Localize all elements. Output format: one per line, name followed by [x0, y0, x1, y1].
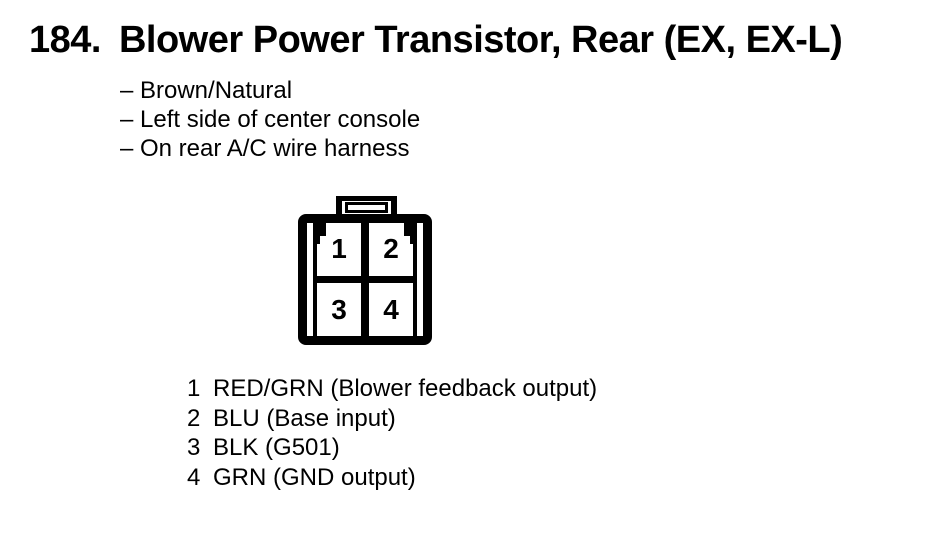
pinout-row: 3 BLK (G501) — [187, 433, 597, 463]
connector-cavity: 1 2 3 4 — [307, 223, 423, 336]
pinout-pin-number: 4 — [187, 463, 201, 491]
detail-item: – On rear A/C wire harness — [120, 134, 420, 163]
pinout-pin-label: GRN (GND output) — [213, 463, 416, 491]
section-title: Blower Power Transistor, Rear (EX, EX-L) — [118, 19, 843, 61]
latch-slot — [345, 202, 388, 213]
detail-text: Brown/Natural — [140, 77, 293, 104]
keying-notch-right — [410, 223, 417, 244]
pinout-row: 1 RED/GRN (Blower feedback output) — [187, 374, 597, 404]
detail-list: – Brown/Natural – Left side of center co… — [120, 76, 420, 163]
pinout-pin-number: 2 — [187, 404, 201, 432]
detail-item: – Left side of center console — [120, 105, 420, 134]
detail-item: – Brown/Natural — [120, 76, 420, 105]
dash-bullet: – — [120, 106, 134, 133]
pinout-pin-label: BLK (G501) — [213, 434, 340, 461]
pin-cell-4: 4 — [369, 284, 413, 336]
connector-diagram: 1 2 3 4 — [298, 196, 432, 345]
pinout-legend: 1 RED/GRN (Blower feedback output) 2 BLU… — [187, 374, 597, 492]
pin-cell-3: 3 — [317, 284, 361, 336]
pinout-pin-number: 3 — [187, 434, 201, 461]
page-title: 184. Blower Power Transistor, Rear (EX, E… — [29, 19, 843, 61]
pin-cell-1: 1 — [317, 223, 361, 275]
pinout-pin-number: 1 — [187, 375, 201, 402]
pin-cell-2: 2 — [369, 223, 413, 275]
keying-notch-left — [313, 223, 320, 244]
pin-number: 2 — [383, 233, 399, 264]
pinout-pin-label: RED/GRN (Blower feedback output) — [213, 375, 598, 402]
pinout-row: 2 BLU (Base input) — [187, 404, 597, 434]
pin-number: 1 — [331, 233, 347, 264]
pinout-pin-label: BLU (Base input) — [213, 404, 396, 432]
dash-bullet: – — [120, 135, 134, 162]
connector-shell: 1 2 3 4 — [298, 214, 432, 345]
section-number: 184. — [29, 19, 101, 61]
detail-text: On rear A/C wire harness — [140, 135, 410, 162]
dash-bullet: – — [120, 77, 134, 104]
cell-divider-horizontal — [313, 276, 417, 283]
pin-number: 3 — [331, 294, 347, 325]
detail-text: Left side of center console — [140, 106, 421, 133]
latch-tab-inner — [342, 201, 391, 218]
pin-number: 4 — [383, 294, 399, 325]
connector-latch-tab — [336, 196, 397, 218]
pinout-row: 4 GRN (GND output) — [187, 463, 597, 493]
